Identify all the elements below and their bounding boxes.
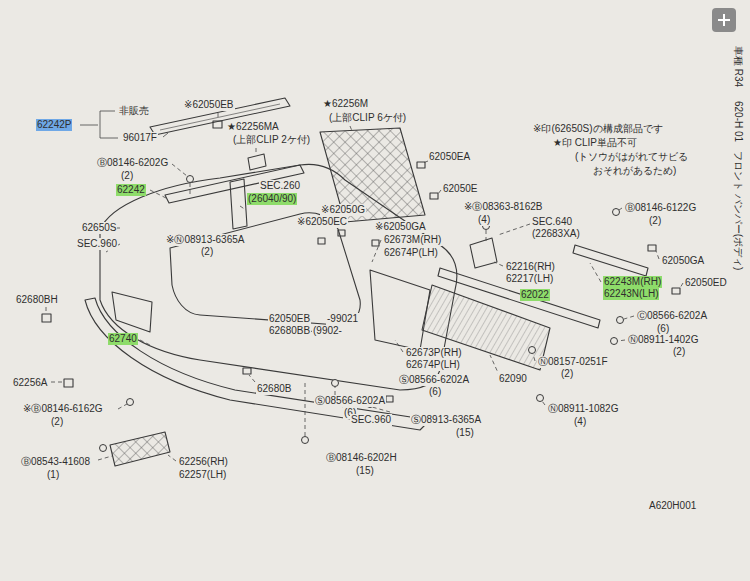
part-label: 62257(LH) — [178, 469, 227, 481]
part-label: おそれがあるため) — [592, 165, 677, 177]
part-label: SEC.960 — [76, 238, 118, 250]
part-label: (2) — [560, 368, 574, 380]
part-label: 62050ED — [684, 277, 728, 289]
part-label: 62050GA — [661, 255, 705, 267]
part-label: Ⓑ08146-6202H — [325, 452, 398, 464]
part-label: (22683XA) — [531, 228, 581, 240]
part-label: 62674P(LH) — [405, 359, 461, 371]
part-label: Ⓢ08566-6202A — [398, 374, 470, 386]
part-label: SEC.260 — [259, 180, 301, 192]
part-label: Ⓑ08146-6202G — [96, 157, 169, 169]
part-label: Ⓑ08146-6122G — [624, 202, 697, 214]
part-label: ※Ⓑ08363-8162B — [463, 201, 543, 213]
part-label: 62680B — [256, 383, 292, 395]
part-label: (2) — [50, 416, 64, 428]
part-label: 62243N(LH) — [603, 288, 659, 300]
part-label: 62680BH — [15, 294, 59, 306]
part-label: (2) — [648, 215, 662, 227]
part-label: ※62050EC — [296, 216, 348, 228]
part-label: 62242P — [36, 119, 72, 131]
part-label: (2) — [200, 246, 214, 258]
part-label: 62243M(RH) — [603, 276, 662, 288]
part-label: Ⓒ08566-6202A — [636, 310, 708, 322]
part-label: Ⓝ08157-0251F — [537, 356, 609, 368]
part-label: 62673M(RH) — [383, 234, 442, 246]
part-label: (トソウがはがれてサビる — [574, 151, 689, 163]
part-label: SEC.960 — [350, 414, 392, 426]
part-label: ※62050EB — [183, 99, 235, 111]
part-label: 62050E — [442, 183, 478, 195]
part-label: Ⓝ08911-1082G — [547, 403, 619, 415]
part-label: 62673P(RH) — [405, 347, 463, 359]
part-label: (4) — [477, 214, 491, 226]
part-label: ※Ⓑ08146-6162G — [22, 403, 104, 415]
part-label: (4) — [573, 416, 587, 428]
part-label: (15) — [455, 427, 475, 439]
fasteners — [100, 176, 624, 452]
part-label: 62242 — [116, 184, 146, 196]
part-label: ※印(62650S)の構成部品です — [532, 123, 664, 135]
part-label: Ⓝ08911-1402G — [627, 334, 699, 346]
part-label: -99021 — [326, 313, 359, 325]
part-label: (上部CLIP 6ケ付) — [328, 112, 407, 124]
sheet-header: 車種 R34 — [732, 45, 744, 88]
part-label: ★印 CLIP単品不可 — [552, 137, 638, 149]
part-label: ※62050GA — [374, 221, 427, 233]
part-label: ★62256M — [322, 98, 369, 110]
part-label: 62256(RH) — [178, 456, 229, 468]
leader-lines — [46, 111, 683, 461]
part-label: Ⓢ08566-6202A — [314, 395, 386, 407]
part-label: (6) — [428, 386, 442, 398]
part-label: ※62050G — [320, 204, 366, 216]
part-label: 62050EB — [268, 313, 311, 325]
part-label: 非販売 — [118, 105, 150, 117]
part-label: (9902- — [312, 325, 343, 337]
part-label: (2) — [672, 346, 686, 358]
part-label: 96017F — [122, 132, 158, 144]
part-label: 62650S — [81, 222, 117, 234]
part-label: 62256A — [12, 377, 48, 389]
part-label: Ⓑ08543-41608 — [20, 456, 91, 468]
part-label: (上部CLIP 2ケ付) — [232, 134, 311, 146]
part-label: 62740 — [108, 333, 138, 345]
part-label: 62022 — [520, 289, 550, 301]
part-label: Ⓢ08913-6365A — [410, 414, 482, 426]
sheet-header: フロント バンパー(ボディ) — [732, 150, 744, 271]
part-label: 62680BB — [268, 325, 311, 337]
part-label: 62050EA — [428, 151, 471, 163]
part-label: (15) — [355, 465, 375, 477]
part-label: (1) — [46, 469, 60, 481]
part-label: 62090 — [498, 373, 528, 385]
part-label: 62674P(LH) — [383, 247, 439, 259]
part-label: SEC.640 — [531, 216, 573, 228]
part-label: A620H001 — [648, 500, 697, 512]
part-label: (2) — [120, 170, 134, 182]
part-label: 62216(RH) — [505, 261, 556, 273]
part-label: ※Ⓝ08913-6365A — [165, 234, 245, 246]
sheet-header: 620-H 01 — [732, 100, 744, 143]
part-label: 62217(LH) — [505, 273, 554, 285]
part-label: (26040/90) — [247, 193, 297, 205]
corner-icon — [712, 8, 736, 32]
part-label: ★62256MA — [226, 121, 280, 133]
